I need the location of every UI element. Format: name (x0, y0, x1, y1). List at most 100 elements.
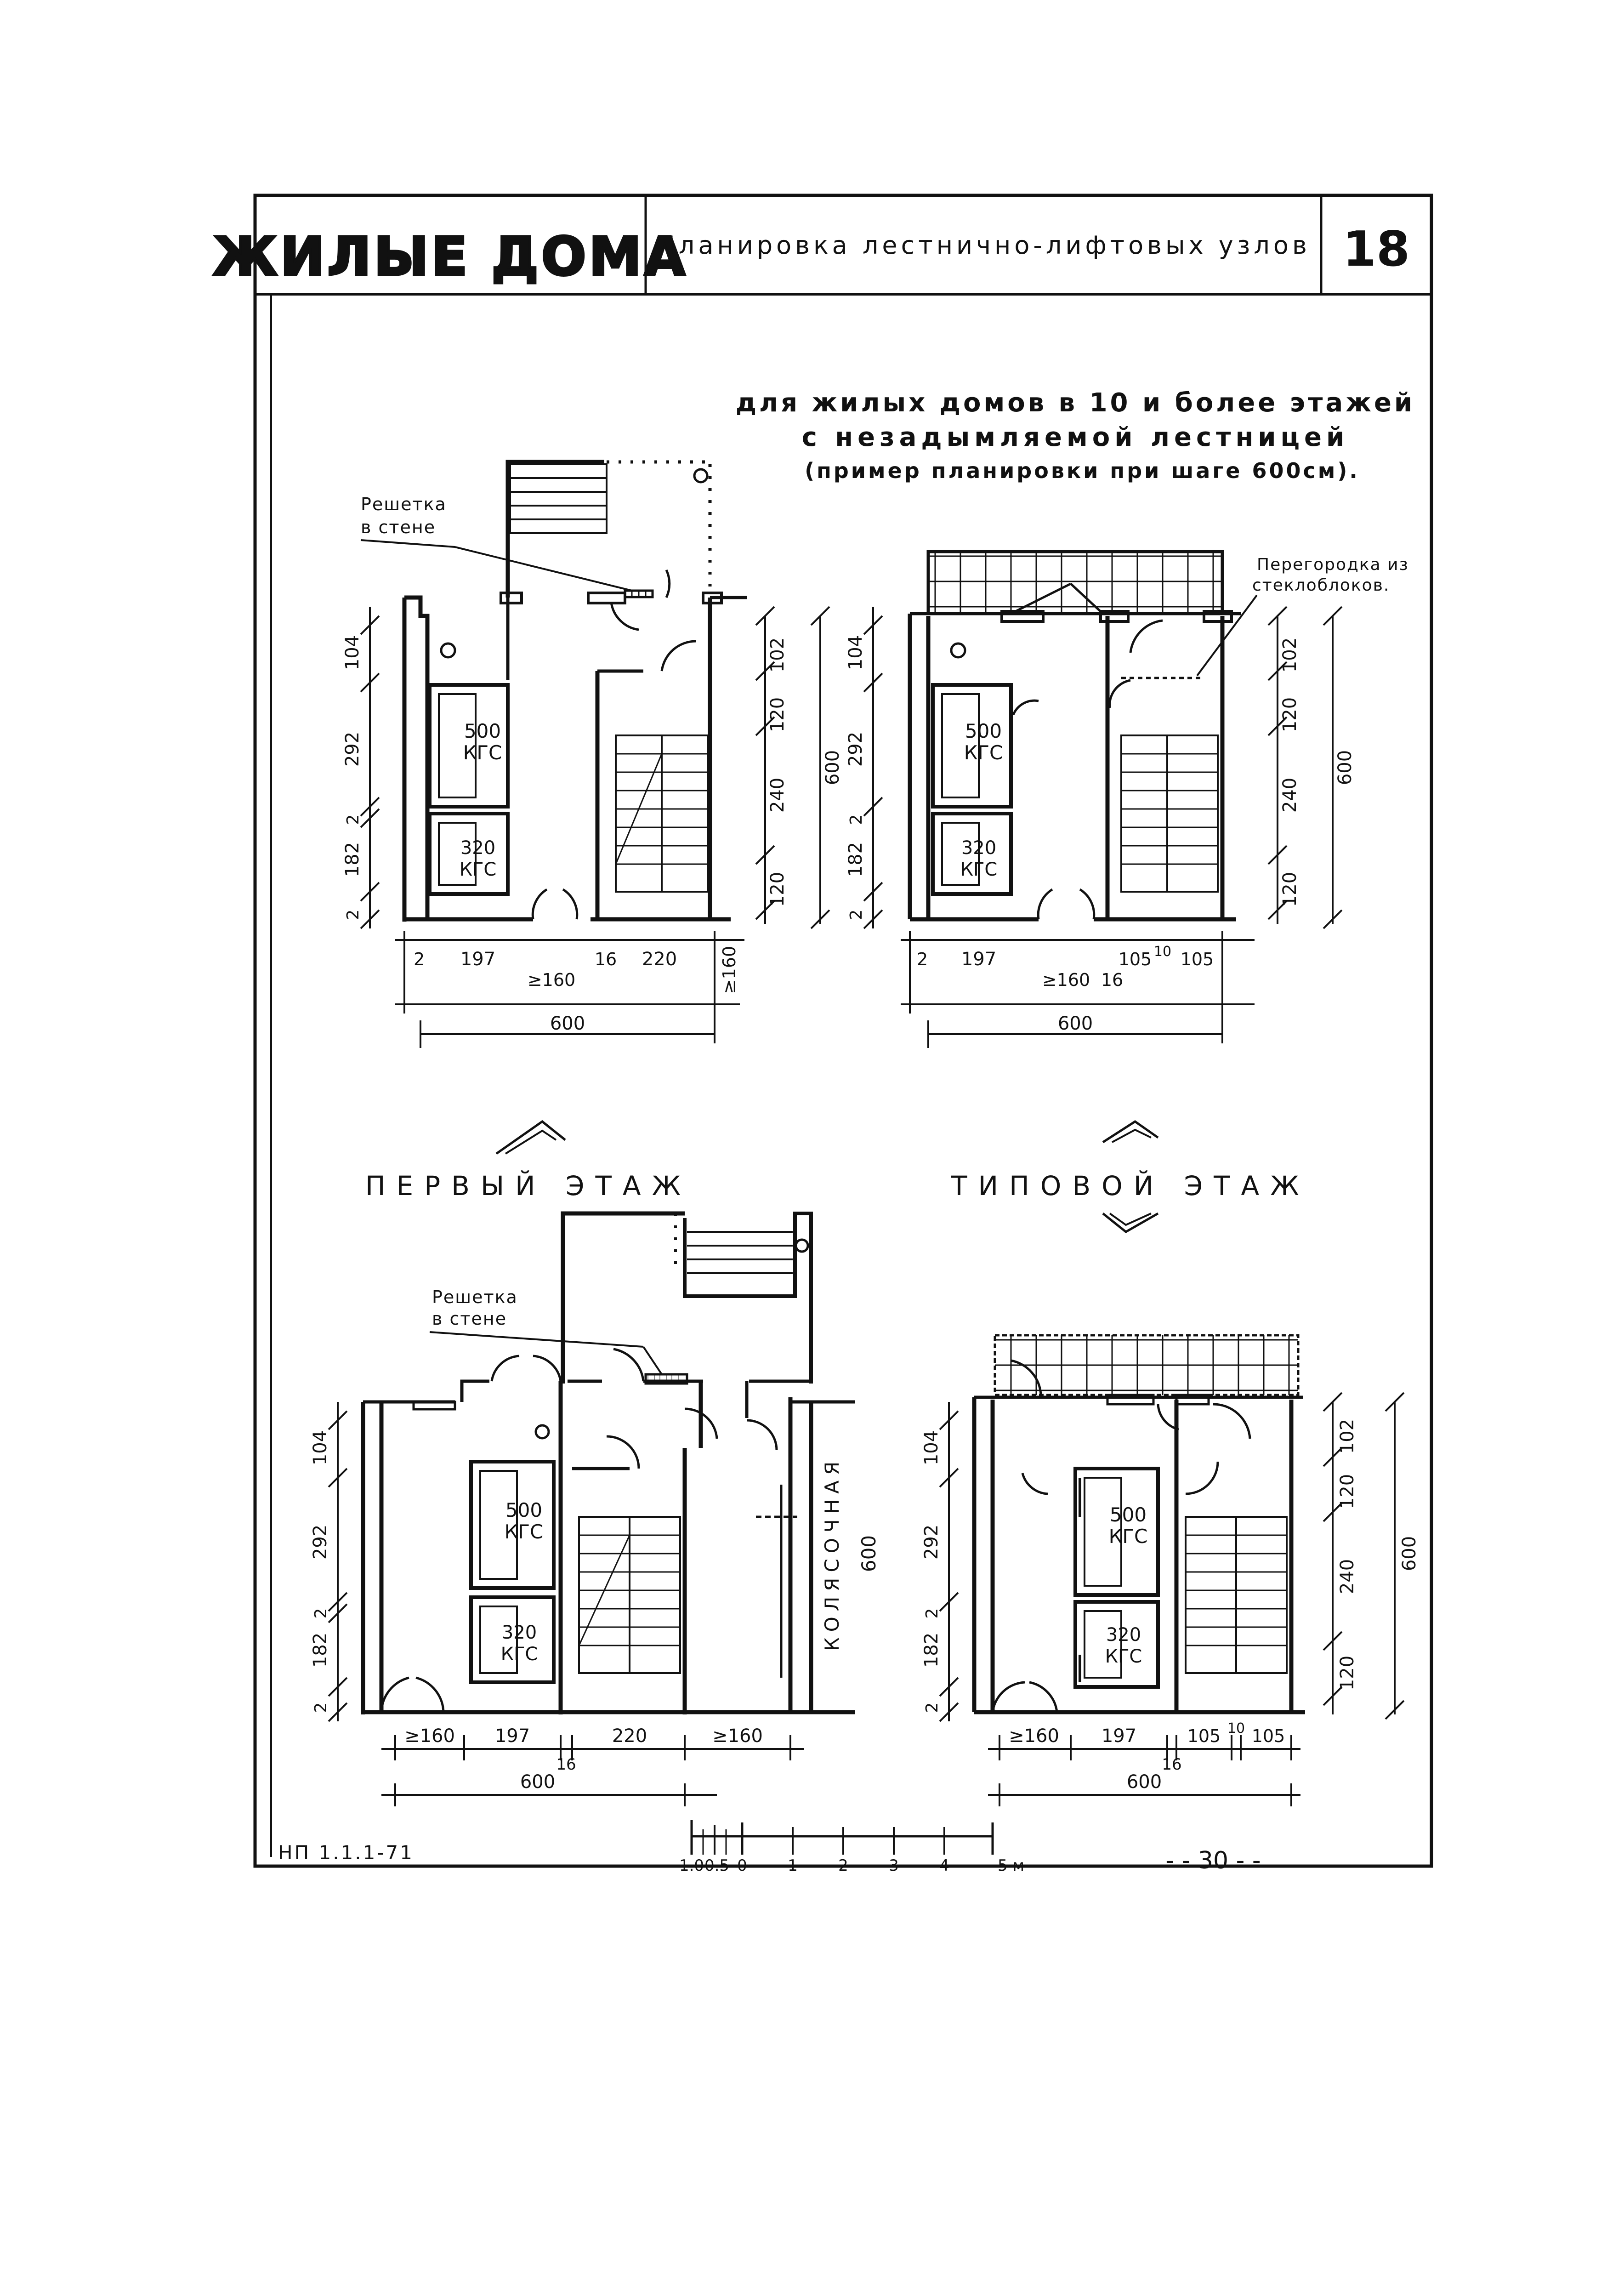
first-floor-label: ПЕРВЫЙ ЭТАЖ (365, 1170, 692, 1201)
svg-text:120: 120 (1337, 1656, 1358, 1691)
svg-text:220: 220 (612, 1725, 647, 1747)
dimension-chain-right: 102 120 240 120 600 (1323, 1392, 1420, 1720)
plan-first-floor-lower: КОЛЯСОЧНАЯ 600 500 КГС 320 КГС Ре (310, 1211, 880, 1806)
sheet-title: ЖИЛЫЕ ДОМА (213, 226, 688, 288)
glass-partition-label: Перегородка из стеклоблоков. (1196, 555, 1409, 677)
svg-text:5 м: 5 м (998, 1856, 1024, 1875)
svg-text:2: 2 (344, 910, 363, 920)
svg-text:105: 105 (1181, 949, 1214, 969)
svg-text:2: 2 (312, 1703, 330, 1713)
svg-text:292: 292 (342, 732, 363, 767)
svg-text:120: 120 (767, 872, 788, 907)
scale-bar: 1.0 0.5 0 1 2 3 4 5 м (679, 1820, 1024, 1875)
svg-text:182: 182 (921, 1633, 942, 1668)
svg-text:1.0: 1.0 (679, 1856, 704, 1875)
title-block: ЖИЛЫЕ ДОМА Планировка лестнично-лифтовых… (212, 221, 1410, 289)
lift-shaft-320: 320 КГС (1073, 1600, 1160, 1689)
svg-text:3: 3 (889, 1856, 899, 1875)
svg-text:104: 104 (921, 1430, 942, 1465)
svg-text:≥160: ≥160 (712, 1725, 763, 1747)
dimension-chain-left: 104 292 2 182 2 (845, 607, 883, 929)
svg-text:600: 600 (550, 1013, 585, 1034)
svg-text:16: 16 (1101, 970, 1123, 990)
document-code: НП 1.1.1-71 (278, 1841, 414, 1864)
svg-text:Перегородка из: Перегородка из (1257, 555, 1409, 574)
svg-text:10: 10 (1227, 1720, 1245, 1737)
stair (615, 735, 709, 893)
plan-typical-floor-upper: 500 КГС 320 КГС Перегородка из стеклобло… (845, 550, 1409, 1048)
lift-shaft-320: 320 КГС (428, 812, 510, 896)
svg-text:2: 2 (344, 814, 363, 825)
svg-text:КГС: КГС (1105, 1646, 1142, 1667)
floor-labels: ПЕРВЫЙ ЭТАЖ ТИПОВОЙ ЭТАЖ (365, 1120, 1299, 1234)
svg-text:16: 16 (1162, 1755, 1181, 1774)
svg-text:КГС: КГС (505, 1520, 544, 1543)
svg-text:стеклоблоков.: стеклоблоков. (1252, 576, 1390, 595)
svg-text:2: 2 (312, 1608, 330, 1619)
svg-text:320: 320 (1106, 1624, 1141, 1646)
svg-text:105: 105 (1252, 1726, 1285, 1746)
svg-text:182: 182 (310, 1633, 331, 1668)
svg-text:КГС: КГС (1109, 1525, 1148, 1548)
svg-text:2: 2 (917, 949, 928, 969)
svg-text:1: 1 (788, 1856, 798, 1875)
dimension-chain-bottom: 2 197 ≥160 16 105 10 105 600 (901, 931, 1255, 1048)
svg-text:320: 320 (961, 837, 996, 859)
svg-text:320: 320 (502, 1622, 537, 1643)
svg-text:2: 2 (923, 1703, 942, 1713)
svg-text:600: 600 (857, 1535, 880, 1572)
lift-shaft-320: 320 КГС (469, 1595, 556, 1684)
svg-text:600: 600 (1058, 1013, 1093, 1034)
dimension-chain-left: 104 292 2 182 2 (310, 1402, 348, 1722)
svg-text:182: 182 (342, 842, 363, 877)
svg-text:600: 600 (1399, 1536, 1420, 1571)
heading-line-3: (пример планировки при шаге 600см). (805, 458, 1360, 483)
stair (1120, 735, 1219, 893)
heading-line-2: с незадымляемой лестницей (802, 422, 1349, 452)
svg-text:500: 500 (464, 720, 501, 742)
svg-text:104: 104 (845, 635, 866, 670)
svg-text:в стене: в стене (361, 517, 436, 537)
svg-text:104: 104 (310, 1430, 331, 1465)
svg-text:10: 10 (1154, 944, 1171, 960)
svg-text:≥160: ≥160 (1042, 970, 1090, 990)
svg-text:КГС: КГС (964, 741, 1003, 764)
svg-text:240: 240 (1279, 778, 1300, 813)
drawing-heading: для жилых домов в 10 и более этажей с не… (736, 388, 1415, 483)
dimension-chain-right: 102 120 240 120 600 (1267, 606, 1356, 929)
svg-text:102: 102 (767, 638, 788, 672)
svg-text:240: 240 (767, 778, 788, 813)
grate-label-upper: Решетка в стене (360, 494, 632, 592)
svg-text:500: 500 (965, 720, 1002, 742)
balcony-stair (509, 463, 608, 534)
svg-text:120: 120 (1337, 1474, 1358, 1509)
svg-text:≥160: ≥160 (719, 946, 739, 994)
svg-text:≥160: ≥160 (528, 970, 575, 990)
svg-text:197: 197 (495, 1725, 530, 1747)
svg-text:16: 16 (556, 1755, 576, 1774)
svg-text:600: 600 (822, 750, 843, 785)
svg-text:240: 240 (1337, 1559, 1358, 1594)
dimension-chain-left: 104 292 2 182 2 (921, 1402, 959, 1722)
svg-text:Решетка: Решетка (432, 1287, 518, 1307)
lift-shaft-500: 500 КГС (469, 1460, 556, 1590)
svg-text:в стене: в стене (432, 1309, 507, 1329)
sheet-footer: НП 1.1.1-71 1.0 0.5 0 1 2 3 4 5 м - - 30… (278, 1820, 1261, 1875)
svg-text:КГС: КГС (463, 741, 502, 764)
stroller-room-label: КОЛЯСОЧНАЯ (821, 1456, 843, 1651)
svg-text:2: 2 (847, 814, 866, 825)
svg-text:197: 197 (961, 949, 996, 970)
dimension-chain-right: 102 120 240 120 600 (755, 606, 843, 929)
svg-text:197: 197 (460, 949, 495, 970)
heading-line-1: для жилых домов в 10 и более этажей (736, 388, 1415, 418)
svg-text:105: 105 (1187, 1726, 1221, 1746)
svg-text:104: 104 (342, 635, 363, 670)
svg-text:≥160: ≥160 (1009, 1725, 1059, 1747)
svg-text:500: 500 (505, 1499, 542, 1521)
lift-shaft-500: 500 КГС (428, 683, 510, 809)
plan-first-floor-upper: 500 КГС 320 КГС Решетка в стене (342, 460, 843, 1048)
balcony-stair (687, 1231, 793, 1274)
sheet-subtitle: Планировка лестнично-лифтовых узлов (656, 231, 1311, 260)
svg-text:600: 600 (520, 1771, 555, 1793)
lift-shaft-320: 320 КГС (931, 812, 1013, 896)
